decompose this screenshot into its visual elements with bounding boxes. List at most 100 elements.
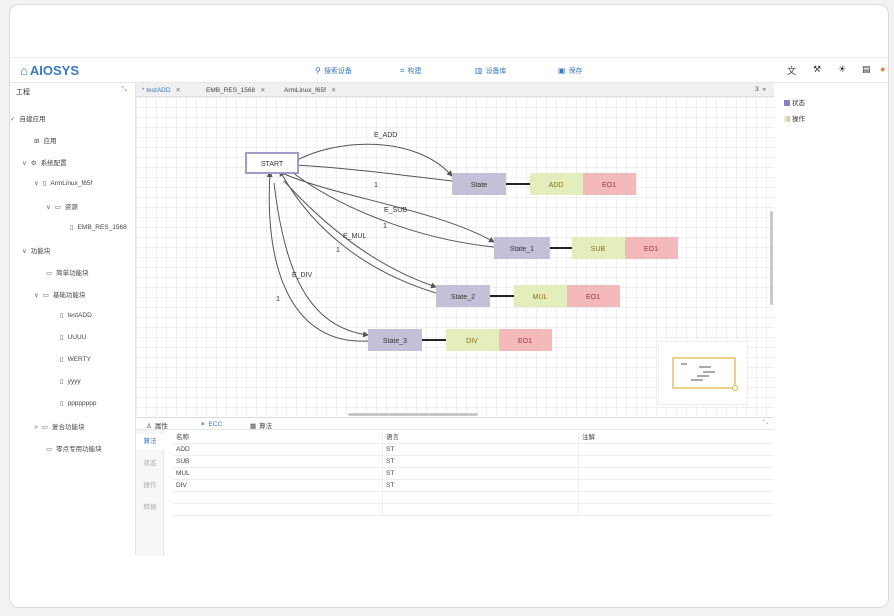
cell-comment[interactable] <box>579 456 773 468</box>
table-header: 名称 语言 注解 <box>173 432 773 444</box>
cell-language[interactable]: ST <box>383 456 579 468</box>
block-icon: ▭ <box>46 270 53 277</box>
table-row[interactable]: DIV ST <box>173 480 773 492</box>
cell-language[interactable]: ST <box>383 468 579 480</box>
close-icon[interactable]: ✕ <box>260 87 266 94</box>
column-header-language[interactable]: 语言 <box>383 432 579 444</box>
cell-language[interactable]: ST <box>383 444 579 456</box>
horizontal-scrollbar[interactable] <box>348 413 478 416</box>
tree-item-system-config[interactable]: ∨⚙系统配置 <box>22 160 67 167</box>
tree-item-testadd[interactable]: ▯testADD <box>60 312 92 319</box>
algo-label: ADD <box>549 182 564 189</box>
file-icon: ▯ <box>60 312 64 319</box>
side-tab-transition[interactable]: 转换 <box>143 504 157 511</box>
cell-comment[interactable] <box>579 468 773 480</box>
edge-e-mul[interactable] <box>283 180 437 289</box>
tree-item-werty[interactable]: ▯WERTY <box>60 356 91 363</box>
user-icon: ♙ <box>146 423 152 430</box>
cell-name[interactable]: MUL <box>173 468 383 480</box>
app-logo[interactable]: ⌂AIOSYS <box>20 63 79 78</box>
tab-emb-res[interactable]: EMB_RES_1568✕ <box>206 87 266 94</box>
tree-item-uuuu[interactable]: ▯UUUU <box>60 334 87 341</box>
tab-testadd[interactable]: * testADD✕ <box>142 87 181 94</box>
state-node-state[interactable] <box>452 173 506 195</box>
event-box-eo1[interactable] <box>499 329 552 351</box>
edge-label-back-4: 1 <box>276 296 280 303</box>
tree-item-resource[interactable]: ▯EMB_RES_1568 <box>70 224 127 231</box>
tree-item-composite-fb[interactable]: >▭复合功能块 <box>34 424 85 431</box>
collapse-icon[interactable]: ⤡ <box>762 419 768 426</box>
event-box-eo1[interactable] <box>583 173 636 195</box>
tree-item-special-fb[interactable]: ▭零点专用功能块 <box>46 446 102 453</box>
edge-back-state[interactable] <box>293 162 453 182</box>
state-icon <box>784 100 790 106</box>
table-row[interactable]: MUL ST <box>173 468 773 480</box>
ecc-diagram: E_ADD E_SUB E_MUL E_DIV 1 1 1 1 START St… <box>245 132 678 351</box>
start-state-node[interactable] <box>245 152 299 174</box>
algo-label: DIV <box>466 338 478 345</box>
ecc-canvas[interactable]: E_ADD E_SUB E_MUL E_DIV 1 1 1 1 START St… <box>136 97 774 415</box>
side-tab-state[interactable]: 状态 <box>143 460 157 467</box>
cell-comment[interactable] <box>579 444 773 456</box>
tab-properties[interactable]: ♙属性 <box>146 423 168 430</box>
document-icon[interactable]: ▤ <box>862 64 871 74</box>
tool-icon[interactable]: ⚒ <box>813 64 822 74</box>
tree-item-basic-fb[interactable]: ∨▭基础功能块 <box>34 292 86 299</box>
tree-item-function-blocks[interactable]: ∨功能块 <box>22 248 51 255</box>
tab-overflow[interactable]: 3 » <box>755 86 766 93</box>
tab-ecc[interactable]: ⚭ECC <box>200 421 223 428</box>
palette-action[interactable]: 操作 <box>784 113 805 123</box>
translate-icon[interactable]: 文 <box>787 66 797 76</box>
cell-name[interactable]: ADD <box>173 444 383 456</box>
column-header-comment[interactable]: 注解 <box>582 434 595 441</box>
action-icon <box>784 116 790 122</box>
edge-e-sub[interactable] <box>281 172 495 243</box>
event-box-eo1[interactable] <box>567 285 620 307</box>
table-row[interactable]: SUB ST <box>173 456 773 468</box>
algo-box-add[interactable] <box>530 173 583 195</box>
edge-e-add[interactable] <box>291 143 453 177</box>
close-icon[interactable]: ✕ <box>175 87 181 94</box>
algo-box-mul[interactable] <box>514 285 567 307</box>
search-device-button[interactable]: ⚲搜索设备 <box>315 66 352 75</box>
edge-e-div[interactable] <box>273 182 369 338</box>
build-button[interactable]: ⌗构建 <box>400 66 422 75</box>
cell-language[interactable]: ST <box>383 480 579 492</box>
tree-item-app[interactable]: ⊞应用 <box>34 138 57 145</box>
cell-name[interactable]: SUB <box>173 456 383 468</box>
tree-item-custom-app[interactable]: ✓自建应用 <box>10 116 46 123</box>
cell-comment[interactable] <box>579 480 773 492</box>
table-row[interactable]: ADD ST <box>173 444 773 456</box>
tree-item-yyyy[interactable]: ▯yyyy <box>60 378 81 385</box>
algo-box-div[interactable] <box>446 329 499 351</box>
top-bar: ⌂AIOSYS ⚲搜索设备 ⌗构建 ▥设备库 ▣保存 文 ⚒ ☀ ▤ ● <box>10 57 888 83</box>
minimap[interactable] <box>658 341 748 405</box>
close-icon[interactable]: ✕ <box>330 87 337 94</box>
state-node-state1[interactable] <box>494 237 550 259</box>
device-library-button[interactable]: ▥设备库 <box>475 66 507 75</box>
column-header-name[interactable]: 名称 <box>173 432 383 444</box>
tab-armlinux[interactable]: ArmLinux_f65f✕ <box>284 87 337 94</box>
tree-item-device[interactable]: ∨▯ArmLinux_f65f <box>34 180 93 187</box>
state-node-state3[interactable] <box>368 329 422 351</box>
tree-item-simple-fb[interactable]: ▭简单功能块 <box>46 270 89 277</box>
side-tab-action[interactable]: 操作 <box>143 482 157 489</box>
state-node-state2[interactable] <box>436 285 490 307</box>
algo-box-sub[interactable] <box>572 237 625 259</box>
vertical-scrollbar[interactable] <box>770 211 773 305</box>
edge-label-back-3: 1 <box>336 247 340 254</box>
tab-algorithm[interactable]: ▦算法 <box>250 423 273 430</box>
collapse-icon[interactable]: ⤡ <box>121 86 127 93</box>
tree-item-pppppppp[interactable]: ▯pppppppp <box>60 400 97 407</box>
cell-name[interactable]: DIV <box>173 480 383 492</box>
edge-back-state1[interactable] <box>287 168 495 248</box>
edge-back-state2[interactable] <box>279 170 437 294</box>
user-avatar-icon[interactable]: ● <box>880 64 886 74</box>
edge-back-state3[interactable] <box>266 171 369 342</box>
tree-item-resources[interactable]: ∨▭资源 <box>46 204 78 211</box>
theme-sun-icon[interactable]: ☀ <box>838 64 847 74</box>
side-tab-algorithm[interactable]: 算法 <box>136 434 164 450</box>
save-button[interactable]: ▣保存 <box>558 66 583 75</box>
palette-state[interactable]: 状态 <box>784 97 805 107</box>
event-box-eo1[interactable] <box>625 237 678 259</box>
